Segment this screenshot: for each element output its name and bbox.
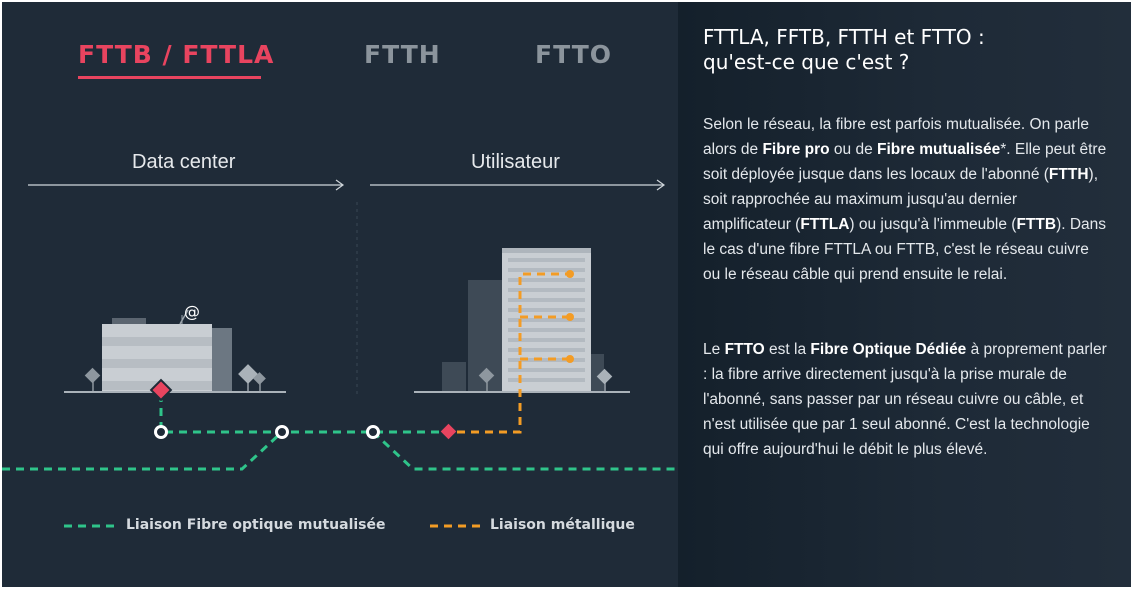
- legend-metal-label: Liaison métallique: [490, 517, 635, 533]
- bold-term: FTTLA: [800, 216, 850, 233]
- zone-label-utilisateur: Utilisateur: [471, 151, 560, 173]
- text-run: Le: [703, 341, 725, 358]
- tab-ftth[interactable]: FTTH: [364, 40, 441, 69]
- fiber-link: [2, 394, 678, 471]
- fiber-nodes: [154, 425, 380, 439]
- bold-term: Fibre pro: [762, 141, 830, 158]
- tab-fttb-fttla[interactable]: FTTB / FTTLA: [78, 40, 275, 69]
- panel-title: FTTLA, FFTB, FTTH et FTTO : qu'est-ce qu…: [703, 25, 1113, 75]
- network-diagram: @: [2, 179, 678, 528]
- bold-term: FTTO: [724, 341, 765, 358]
- info-panel: FTTLA, FFTB, FTTH et FTTO : qu'est-ce qu…: [678, 2, 1131, 587]
- bold-term: FTTH: [1048, 166, 1089, 183]
- paragraph-ftto: Le FTTO est la Fibre Optique Dédiée à pr…: [703, 337, 1108, 462]
- active-tab-underline: [78, 76, 261, 79]
- tab-ftto[interactable]: FTTO: [535, 40, 613, 69]
- bold-term: Fibre mutualisée: [877, 141, 1001, 158]
- amplifier-connector: [440, 423, 457, 440]
- data-center-connector: [149, 378, 173, 402]
- at-sign-icon: @: [184, 302, 200, 321]
- text-run: ou de: [829, 141, 878, 158]
- bold-term: FTTB: [1016, 216, 1057, 233]
- zone-label-data-center: Data center: [132, 151, 236, 173]
- zone-arrow-utilisateur: [370, 179, 666, 191]
- panel-title-line-2: qu'est-ce que c'est ?: [703, 50, 910, 74]
- panel-title-line-1: FTTLA, FFTB, FTTH et FTTO :: [703, 25, 985, 49]
- text-run: ). Dans le cas d'une fibre FTTLA ou FTTB…: [703, 216, 1107, 283]
- text-run: ), soit rapprochée au maximum jusqu'au d…: [703, 166, 1098, 233]
- text-run: *. Elle peut être soit déployée jusque d…: [703, 141, 1107, 183]
- zone-arrow-data-center: [28, 179, 345, 191]
- user-building: [502, 248, 591, 393]
- data-center-building: @: [102, 302, 232, 392]
- text-run: ) ou jusqu'à l'immeuble (: [849, 216, 1017, 233]
- paragraph-fiber-mutualisee: Selon le réseau, la fibre est parfois mu…: [703, 112, 1108, 287]
- legend-fiber-label: Liaison Fibre optique mutualisée: [126, 517, 386, 533]
- metal-nodes: [566, 270, 574, 363]
- bold-term: Fibre Optique Dédiée: [810, 341, 967, 358]
- text-run: à proprement parler : la fibre arrive di…: [703, 341, 1107, 458]
- diagram-panel: FTTB / FTTLA FTTH FTTO Data center Utili…: [2, 2, 678, 587]
- text-run: est la: [764, 341, 811, 358]
- text-run: Selon le réseau, la fibre est parfois mu…: [703, 116, 1089, 158]
- metal-link: [457, 272, 570, 434]
